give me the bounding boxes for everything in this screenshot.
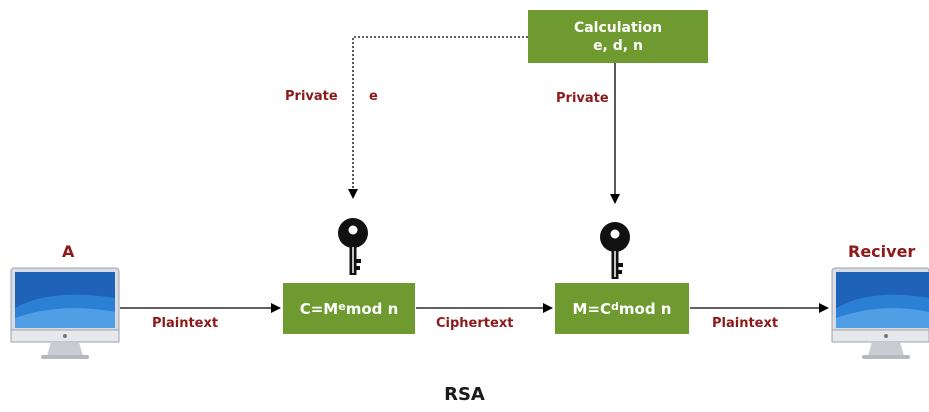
calculation-params: e, d, n xyxy=(593,37,643,54)
monitor-icon xyxy=(831,267,929,359)
calculation-box: Calculation e, d, n xyxy=(528,10,708,63)
encrypt-suffix: mod n xyxy=(345,299,399,318)
plaintext-in-label: Plaintext xyxy=(152,316,219,331)
decrypt-exponent: d xyxy=(611,300,619,313)
monitor-icon xyxy=(10,267,120,359)
private-right-label: Private xyxy=(556,91,609,106)
calculation-title: Calculation xyxy=(573,19,663,36)
private-left-key-name: e xyxy=(369,89,378,104)
receiver-title: Reciver xyxy=(848,242,916,261)
sender-title: A xyxy=(62,242,75,261)
plaintext-out-label: Plaintext xyxy=(712,316,779,331)
ciphertext-label: Ciphertext xyxy=(436,316,514,331)
encrypt-prefix: C=M xyxy=(299,299,339,318)
private-left-label: Private xyxy=(285,89,338,104)
dotted-connector xyxy=(348,36,528,199)
encrypt-exponent: e xyxy=(338,300,346,313)
key-icon xyxy=(600,222,630,279)
decrypt-prefix: M=C xyxy=(572,299,612,318)
decrypt-suffix: mod n xyxy=(618,299,672,318)
key-icon xyxy=(338,218,368,275)
diagram-caption: RSA xyxy=(444,384,485,405)
